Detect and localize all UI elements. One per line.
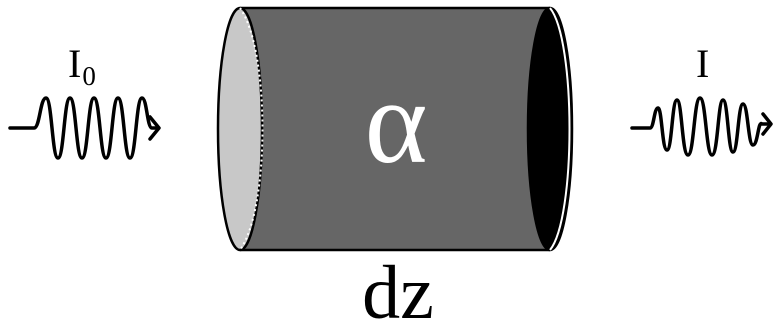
incoming-wave [10, 98, 156, 158]
cylinder-exit-face [528, 8, 572, 250]
cylinder-entry-face [218, 8, 262, 250]
outgoing-wave [632, 98, 768, 155]
outgoing-intensity-label: I [696, 41, 709, 86]
thickness-label: dz [362, 251, 434, 325]
incoming-intensity-label: I0 [68, 41, 96, 91]
incoming-intensity-subscript: 0 [82, 61, 96, 91]
absorbing-medium: α [218, 8, 572, 250]
absorption-coefficient-label: α [365, 55, 428, 188]
incoming-beam: I0 [10, 41, 159, 158]
incoming-intensity-symbol: I [68, 41, 81, 86]
outgoing-beam: I [632, 41, 771, 155]
